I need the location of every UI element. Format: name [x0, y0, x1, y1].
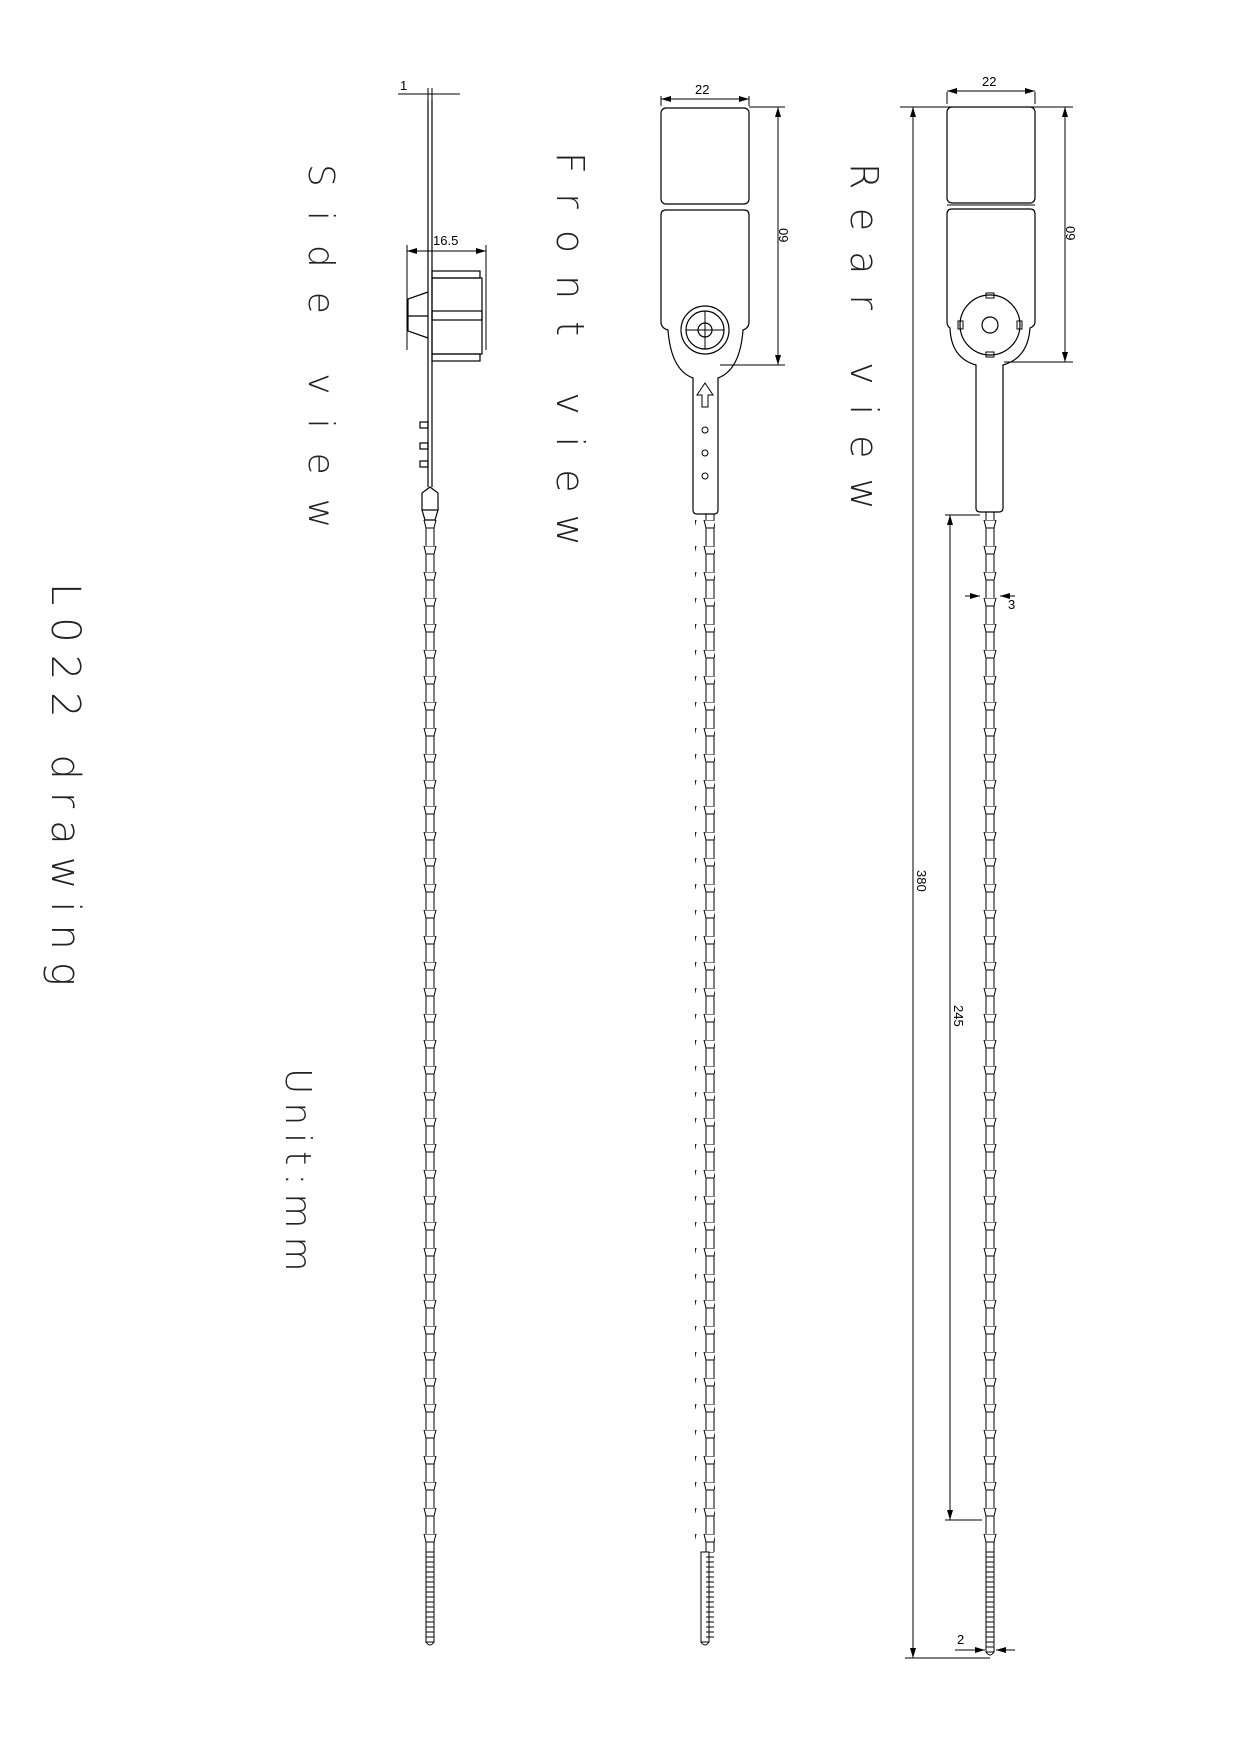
drawing-title: L022 drawing [42, 583, 88, 998]
dim-rear-width: 22 [982, 74, 997, 89]
front-view-label: Front view [548, 152, 592, 568]
side-view-strap [420, 520, 440, 1552]
dim-rear-head-length: 60 [1063, 226, 1078, 241]
side-view-label: Side view [300, 164, 341, 553]
front-view-strap [695, 514, 715, 1552]
dim-rear-tail-width: 2 [957, 1632, 965, 1647]
side-view [398, 88, 487, 521]
rear-view-strap [980, 512, 1000, 1552]
unit-label: Unit:mm [277, 1068, 318, 1280]
rear-view-tail [980, 1551, 1000, 1656]
rear-view-label: Rear view [842, 163, 886, 530]
front-view-tail [695, 1551, 715, 1646]
dim-rear-strap-width: 3 [1008, 597, 1016, 612]
side-view-tail [420, 1551, 440, 1646]
dim-rear-total-length: 380 [914, 870, 929, 892]
dim-front-head-length: 60 [776, 228, 791, 243]
dim-side-thickness: 1 [400, 78, 408, 93]
dim-rear-strap-length: 245 [951, 1005, 966, 1027]
dim-front-width: 22 [695, 82, 710, 97]
front-view [660, 96, 785, 515]
dim-side-depth: 16.5 [433, 233, 459, 248]
